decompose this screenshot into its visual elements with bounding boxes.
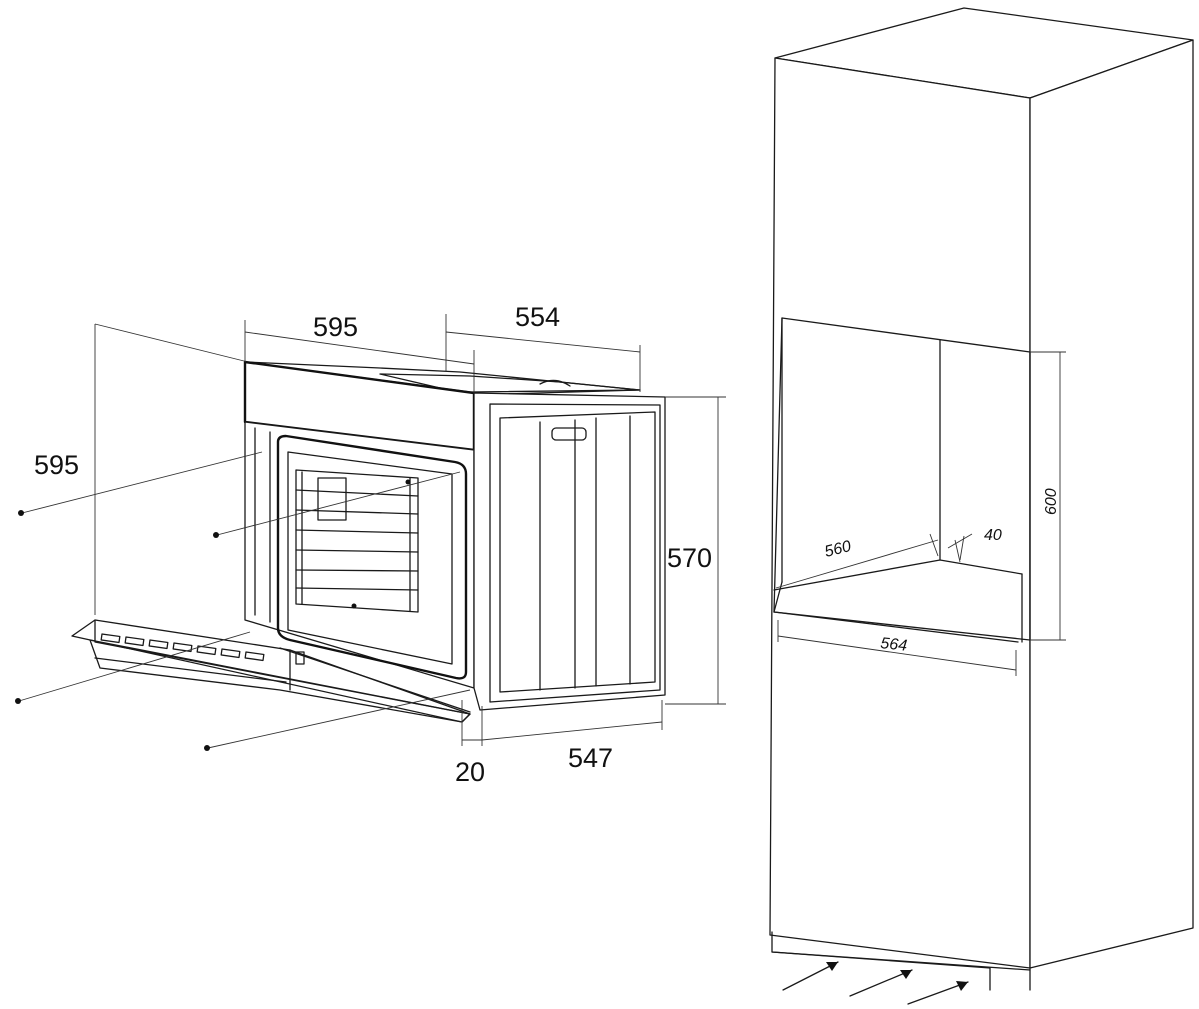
front-thickness-label: 20 — [455, 757, 485, 787]
screw-marker — [18, 510, 24, 516]
oven-side-height-label: 570 — [667, 543, 712, 573]
screw-marker — [15, 698, 21, 704]
niche-width-label: 564 — [880, 635, 908, 655]
airflow-arrows — [782, 961, 969, 1005]
door-vent-slots — [100, 633, 265, 662]
oven-depth-label: 554 — [515, 302, 560, 332]
niche-depth-label: 560 — [823, 538, 853, 561]
screw-marker — [204, 745, 210, 751]
oven-drawing: 595 554 595 570 20 547 — [15, 302, 726, 787]
cabinet-drawing: 560 40 600 564 — [769, 7, 1194, 1005]
screw-marker — [213, 532, 219, 538]
body-depth-label: 547 — [568, 743, 613, 773]
oven-height-label: 595 — [34, 450, 79, 480]
niche-height-label: 600 — [1043, 488, 1060, 515]
gap-label: 40 — [984, 527, 1002, 544]
oven-width-label: 595 — [313, 312, 358, 342]
